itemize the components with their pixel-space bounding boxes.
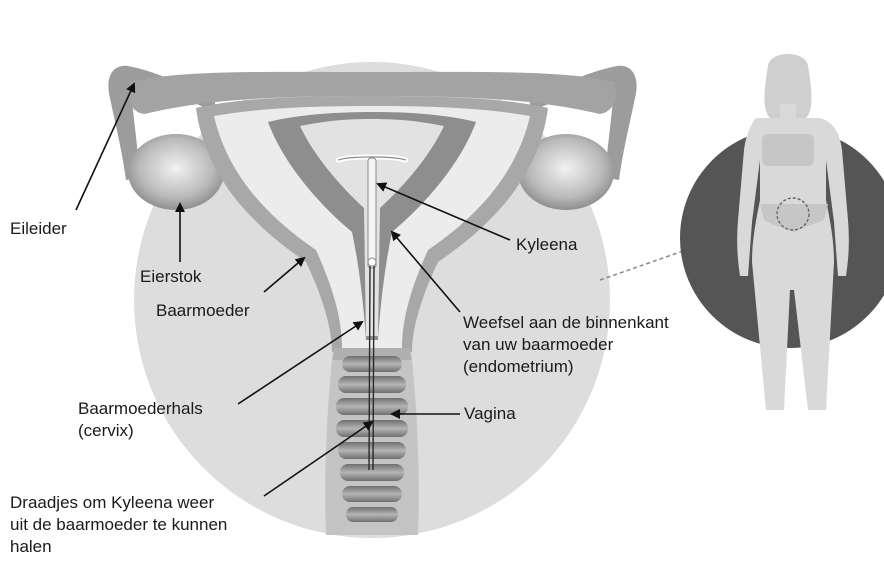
label-draadjes-line1: Draadjes om Kyleena weer [10, 492, 227, 514]
body-figure-top [762, 134, 814, 166]
label-endometrium-line3: (endometrium) [463, 356, 669, 378]
label-cervix-line1: Baarmoederhals [78, 398, 203, 420]
label-vagina: Vagina [464, 403, 516, 425]
label-cervix-line2: (cervix) [78, 420, 203, 442]
label-eileider: Eileider [10, 218, 67, 240]
label-kyleena: Kyleena [516, 234, 577, 256]
label-eierstok: Eierstok [140, 266, 201, 288]
label-endometrium: Weefsel aan de binnenkant van uw baarmoe… [463, 312, 669, 378]
label-baarmoeder: Baarmoeder [156, 300, 250, 322]
label-endometrium-line1: Weefsel aan de binnenkant [463, 312, 669, 334]
label-cervix: Baarmoederhals (cervix) [78, 398, 203, 442]
label-draadjes-line2: uit de baarmoeder te kunnen [10, 514, 227, 536]
label-draadjes: Draadjes om Kyleena weer uit de baarmoed… [10, 492, 227, 558]
label-draadjes-line3: halen [10, 536, 227, 558]
connector-dashed-line [600, 250, 686, 280]
label-endometrium-line2: van uw baarmoeder [463, 334, 669, 356]
